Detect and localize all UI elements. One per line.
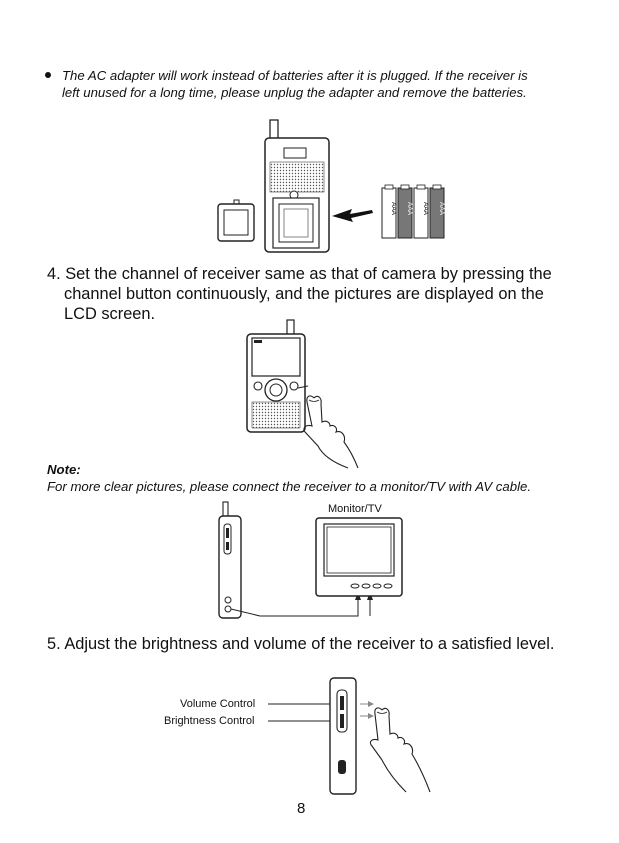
leader-lines (268, 703, 338, 722)
battery-mark-3: AAA (422, 202, 429, 216)
battery-mark-4: AAA (438, 202, 445, 216)
adjust-arrows (360, 701, 374, 719)
battery-cover (217, 199, 255, 242)
volume-control-label: Volume Control (180, 698, 256, 710)
adjusting-finger (369, 707, 431, 793)
controls-figure (268, 677, 431, 795)
pressing-finger (297, 385, 359, 469)
bullet-note: The AC adapter will work instead of batt… (62, 67, 602, 101)
battery-mark-2: AAA (406, 202, 413, 216)
insert-arrow (332, 209, 373, 222)
brightness-control-label: Brightness Control (164, 715, 255, 727)
bullet-dot (45, 72, 51, 78)
receiver-side (218, 501, 242, 619)
step-4-line3: LCD screen. (64, 305, 156, 323)
batteries: AAA AAA AAA AAA (381, 184, 445, 239)
battery-mark-1: AAA (390, 202, 397, 216)
channel-button-figure (246, 319, 359, 469)
receiver-back (264, 119, 330, 253)
step-5: 5. Adjust the brightness and volume of t… (47, 635, 555, 653)
receiver-side-controls (329, 677, 357, 795)
battery-install-figure: AAA AAA AAA AAA (217, 119, 445, 253)
monitor-tv (315, 517, 403, 597)
bullet-note-line1: The AC adapter will work instead of batt… (62, 68, 528, 83)
note-text: For more clear pictures, please connect … (47, 479, 532, 494)
step-4: 4. Set the channel of receiver same as t… (47, 264, 607, 324)
page-number: 8 (297, 800, 306, 817)
bullet-note-line2: left unused for a long time, please unpl… (62, 85, 527, 100)
step-4-line1: 4. Set the channel of receiver same as t… (47, 265, 552, 283)
receiver-front (246, 319, 306, 433)
monitor-label: Monitor/TV (328, 503, 382, 515)
monitor-connection-figure (218, 501, 403, 619)
note-heading: Note: (47, 462, 81, 477)
step-4-line2: channel button continuously, and the pic… (64, 285, 544, 303)
